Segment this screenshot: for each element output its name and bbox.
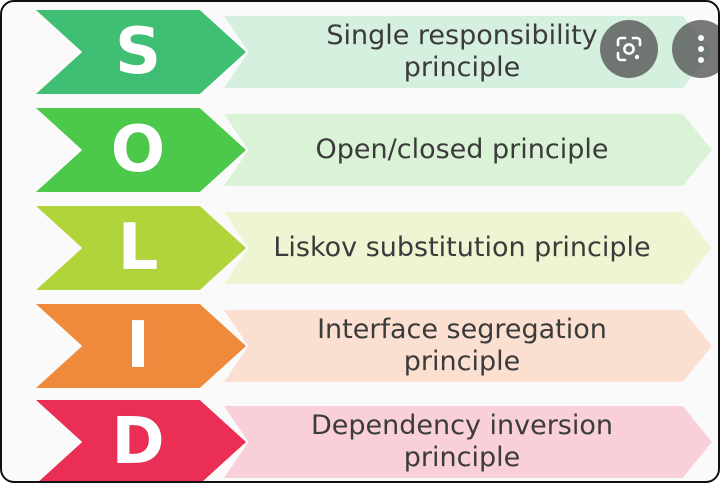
principle-label: Single responsibility principle (326, 19, 598, 83)
lens-button[interactable] (600, 20, 658, 78)
principle-banner: Dependency inversion principle (224, 406, 712, 478)
google-lens-icon (615, 35, 643, 63)
badge-letter: L (117, 211, 159, 285)
letter-badge: L (36, 206, 246, 290)
more-options-button[interactable] (672, 20, 718, 78)
principle-label: Dependency inversion principle (310, 409, 614, 473)
principle-row-i: I Interface segregation principle (2, 304, 718, 388)
principle-label: Open/closed principle (315, 133, 609, 165)
principle-banner: Interface segregation principle (224, 310, 712, 382)
letter-badge: S (36, 10, 246, 94)
principle-label: Liskov substitution principle (273, 231, 651, 263)
letter-badge: O (36, 108, 246, 192)
principle-row-l: L Liskov substitution principle (2, 206, 718, 290)
letter-badge: D (36, 400, 246, 481)
principle-banner: Liskov substitution principle (224, 212, 712, 284)
more-vertical-icon (698, 35, 704, 63)
principle-row-d: D Dependency inversion principle (2, 400, 718, 481)
principle-banner: Open/closed principle (224, 114, 712, 186)
principle-label: Interface segregation principle (317, 313, 607, 377)
principle-row-o: O Open/closed principle (2, 108, 718, 192)
badge-letter: S (114, 15, 162, 89)
badge-letter: O (110, 113, 166, 187)
letter-badge: I (36, 304, 246, 388)
badge-letter: I (126, 309, 150, 383)
badge-letter: D (111, 405, 165, 479)
